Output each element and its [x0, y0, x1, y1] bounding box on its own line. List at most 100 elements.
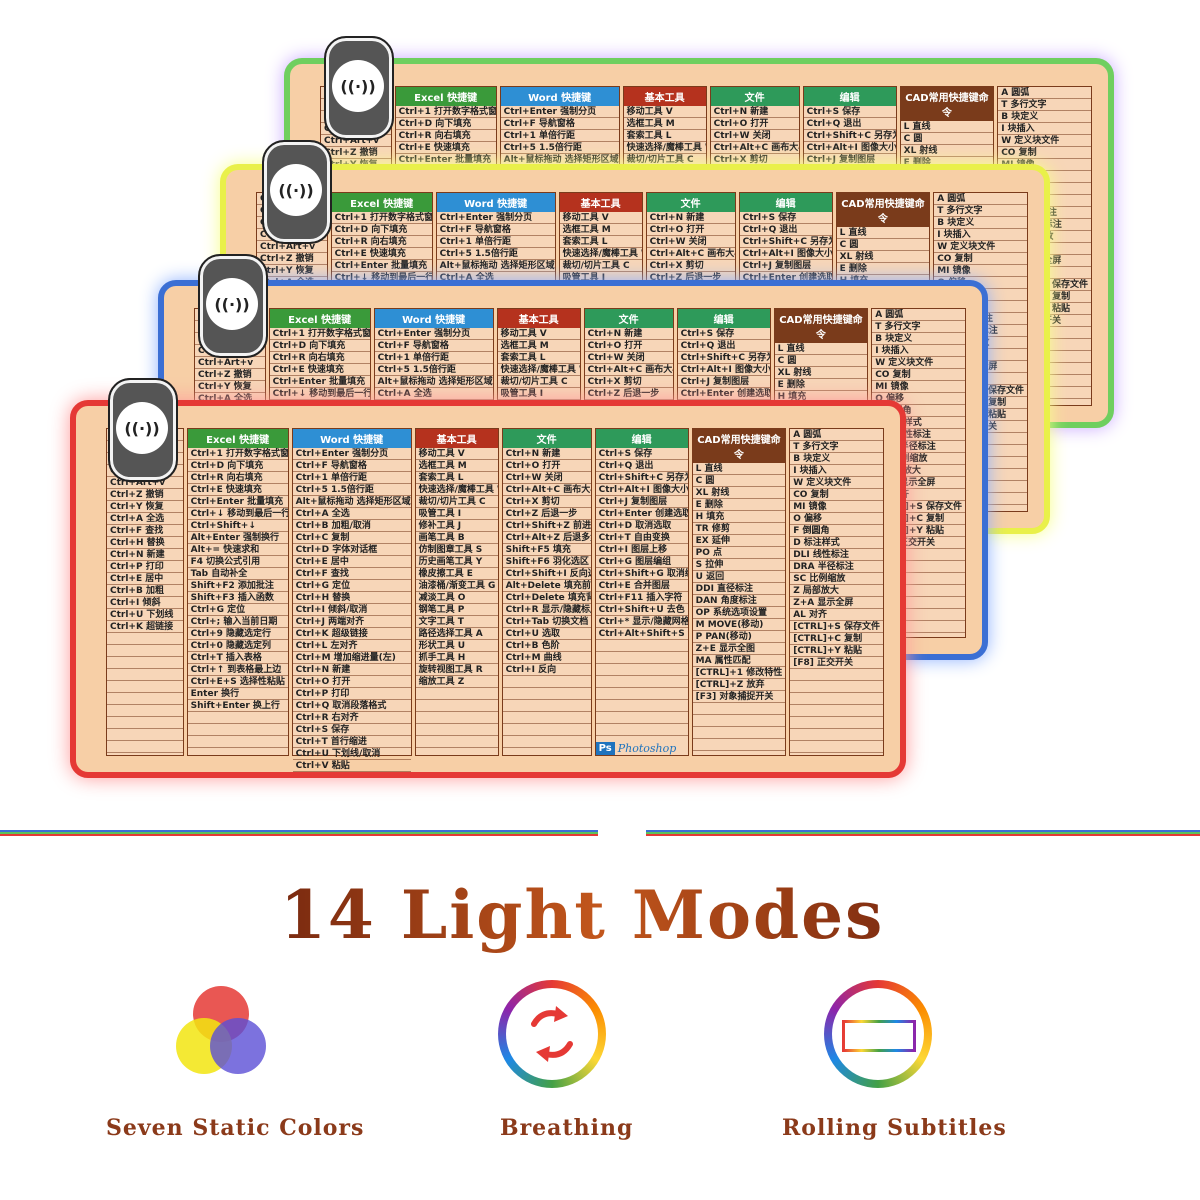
shortcut-row: DRA 半径标注	[793, 562, 854, 572]
shortcut-row: Ctrl+X 剪切	[505, 497, 560, 507]
shortcut-row: 套索工具 L	[418, 473, 464, 483]
shortcut-row: A 圆弧	[875, 310, 904, 320]
shortcut-row: Ctrl+H 替换	[110, 538, 165, 548]
shortcut-row: Ctrl+↑ 到表格最上边	[190, 665, 282, 675]
shortcut-row: Ctrl+O 打开	[505, 461, 561, 471]
shortcut-row: Ctrl+D 向下填充	[272, 341, 346, 351]
shortcut-row: Ctrl+Enter 强制分页	[295, 449, 389, 459]
shortcut-row: Ctrl+W 关闭	[713, 131, 771, 141]
shortcut-row: Ctrl+Z 后退一步	[649, 273, 722, 283]
shortcut-row: Ctrl+Enter 强制分页	[377, 329, 471, 339]
wireless-charger-icon: ((·))	[262, 140, 332, 244]
shortcut-row: B 块定义	[1001, 112, 1039, 122]
shortcut-row: L 直线	[903, 122, 931, 132]
shortcut-row: Ctrl+B 加粗/取消	[295, 521, 371, 531]
shortcut-row: Ctrl+Z 后退一步	[587, 389, 660, 399]
shortcut-row: 移动工具 V	[562, 213, 609, 223]
shortcut-row: PO 点	[695, 548, 723, 558]
column-header: Word 快捷键	[374, 309, 493, 328]
shortcut-row: T 多行文字	[875, 322, 921, 332]
shortcut-row: Ctrl+Enter 强制分页	[503, 107, 597, 117]
shortcut-row: I 块插入	[937, 230, 971, 240]
shortcut-row: Ctrl+E 快速填充	[272, 365, 344, 375]
shortcut-row: Ctrl+K 超链接	[110, 622, 174, 632]
shortcut-row: Ctrl+E 居中	[110, 574, 164, 584]
shortcut-row: T 多行文字	[1001, 100, 1047, 110]
shortcut-row: 快速选择/魔棒工具 W	[562, 249, 642, 259]
shortcut-row: Ctrl+Q 退出	[806, 119, 862, 129]
three-circles-icon	[176, 986, 266, 1074]
shortcut-row: Ctrl+Shift+U 去色	[598, 605, 685, 615]
shortcut-row: Ctrl+P 打印	[295, 689, 350, 699]
shortcut-row: Ctrl+5 1.5倍行距	[439, 249, 518, 259]
shortcut-row: Ctrl+Enter 批量填充	[334, 261, 428, 271]
shortcut-row: 套索工具 L	[626, 131, 672, 141]
shortcut-row: 缩放工具 Z	[418, 677, 465, 687]
shortcut-row: E 删除	[903, 158, 931, 168]
shortcut-row: Ctrl+1 打开数字格式窗口	[272, 329, 370, 339]
shortcut-row: Ctrl+1 打开数字格式窗口	[398, 107, 496, 117]
shortcut-row: 裁切/切片工具 C	[626, 155, 694, 165]
shortcut-row: CO 复制	[1001, 148, 1037, 158]
shortcut-row: Ctrl+K 超级链接	[295, 629, 368, 639]
shortcut-row: T 多行文字	[937, 206, 983, 216]
shortcut-row: TR 修剪	[695, 524, 730, 534]
shortcut-row: Ctrl+Tab 切换文档	[505, 617, 589, 627]
shortcut-row: Ctrl+O 打开	[649, 225, 705, 235]
shortcut-row: Ctrl+I 倾斜/取消	[295, 605, 368, 615]
shortcut-row: Ctrl+* 显示/隐藏网格	[598, 617, 688, 627]
shortcut-row: Ctrl+N 新建	[110, 550, 165, 560]
shortcut-row: A 圆弧	[793, 430, 822, 440]
shortcut-row: Ctrl+Enter 强制分页	[439, 213, 533, 223]
shortcut-row: F 倒圆角	[793, 526, 830, 536]
shortcut-row: Ctrl+M 增加缩进量(左)	[295, 653, 396, 663]
shortcut-row: O 偏移	[793, 514, 822, 524]
shortcut-row: W 定义块文件	[1001, 136, 1060, 146]
shortcut-row: Ctrl+J 复制图层	[680, 377, 750, 387]
shortcut-row: Ctrl+A 全选	[110, 514, 165, 524]
shortcut-row: Ctrl+1 单倍行距	[295, 473, 367, 483]
shortcut-row: S 拉伸	[695, 560, 724, 570]
shortcut-row: W 定义块文件	[793, 478, 852, 488]
shortcut-row: 套索工具 L	[500, 353, 546, 363]
shortcut-row: [CTRL]+C 复制	[875, 514, 945, 524]
shortcut-row: Ctrl+Enter 创建选取	[742, 273, 832, 283]
shortcut-row: 仿制图章工具 S	[418, 545, 483, 555]
shortcut-row: Ctrl+Z 撤销	[198, 370, 252, 380]
shortcut-row: Ctrl+Shift+C 另存为	[742, 237, 832, 247]
shortcut-row: 移动工具 V	[500, 329, 547, 339]
shortcut-row: Ctrl+1 单倍行距	[503, 131, 575, 141]
cycle-arrows-icon	[531, 1006, 573, 1062]
shortcut-row: Ctrl+↓ 移动到最后一行	[334, 273, 432, 283]
column-header: 文件	[502, 429, 591, 448]
shortcut-row: Ctrl+T 自由变换	[598, 533, 670, 543]
shortcut-row: Ctrl+Shift+Z 前进一步	[505, 521, 591, 531]
shortcut-row: E 删除	[839, 264, 867, 274]
shortcut-row: Ctrl+Art+v	[324, 136, 380, 146]
shortcut-row: Ctrl+R 右对齐	[295, 713, 359, 723]
shortcut-row: 橡皮擦工具 E	[418, 569, 473, 579]
shortcut-row: Ctrl+F 导航窗格	[439, 225, 511, 235]
shortcut-row: [CTRL]+S 保存文件	[793, 622, 880, 632]
shortcut-row: Ctrl+Y 恢复	[198, 382, 252, 392]
wireless-charger-icon: ((·))	[324, 36, 394, 140]
shortcut-row: T 多行文字	[793, 442, 839, 452]
shortcut-row: [CTRL]+Y 粘贴	[875, 526, 945, 536]
shortcut-row: Enter 换行	[190, 689, 240, 699]
shortcut-row: B 块定义	[937, 218, 975, 228]
shortcut-row: E 删除	[695, 500, 723, 510]
shortcut-row: [CTRL]+Y 粘贴	[793, 646, 863, 656]
column-header: 基本工具	[559, 193, 642, 212]
shortcut-row: Ctrl+S 保存	[598, 449, 653, 459]
shortcut-row: 裁切/切片工具 C	[562, 261, 630, 271]
shortcut-row: Ctrl+Q 取消段落格式	[295, 701, 387, 711]
shortcut-row: Ctrl+E 快速填充	[398, 143, 470, 153]
shortcut-row: Ctrl+P 打印	[110, 562, 164, 572]
shortcut-row: Ctrl+Alt+Shift+S 切片	[598, 629, 688, 639]
shortcut-row: Ctrl+S 保存	[806, 107, 861, 117]
shortcut-row: 钢笔工具 P	[418, 605, 465, 615]
shortcut-row: Tab 自动补全	[190, 569, 248, 579]
